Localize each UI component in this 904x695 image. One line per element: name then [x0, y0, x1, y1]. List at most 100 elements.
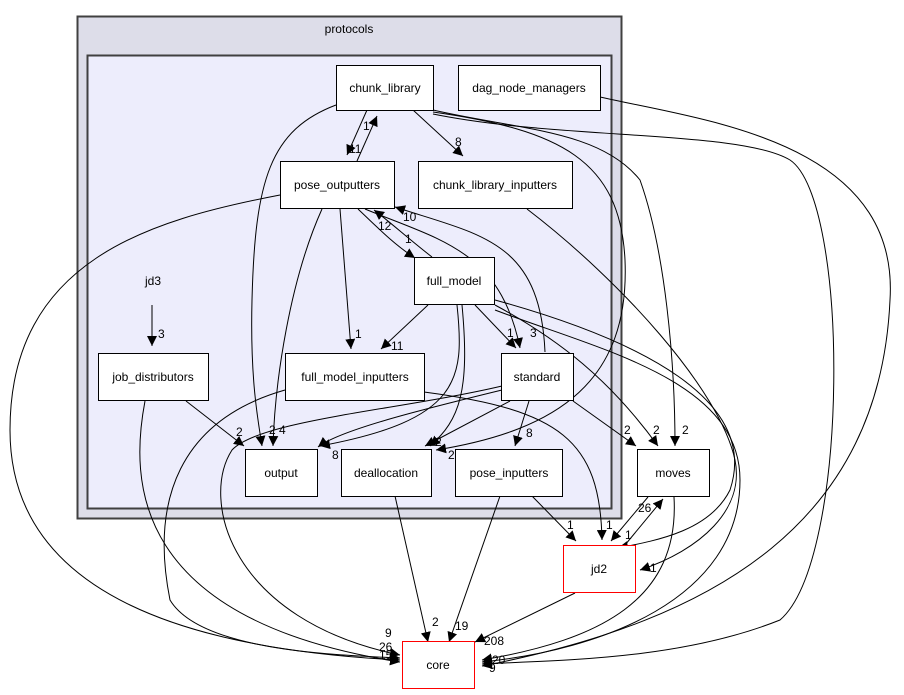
edge-pose_outputters-output [268, 208, 323, 447]
edge-label: 1 [355, 327, 362, 341]
node-label: chunk_library [349, 81, 420, 95]
edge-standard-output [317, 389, 503, 448]
node-label: deallocation [354, 466, 418, 480]
edge-job_distributors-core [139, 400, 401, 666]
edge-label: 1 [567, 518, 574, 532]
edge-label: 2 [653, 423, 660, 437]
edge-chunk_library_inputters-jd2 [526, 208, 737, 572]
cluster-inner [86, 54, 613, 510]
edge-full_model_inputters-core [163, 389, 401, 663]
edge-label: 2 [432, 615, 439, 629]
edge-label: 2 [624, 423, 631, 437]
edge-label: 9 [385, 626, 392, 640]
edge-label: 11 [391, 339, 404, 353]
edge-standard-moves [572, 400, 637, 447]
edge-chunk_library-output [251, 104, 337, 447]
node-full_model_inputters[interactable]: full_model_inputters [285, 353, 425, 401]
node-label: jd3 [144, 274, 161, 288]
node-label: full_model_inputters [301, 370, 408, 384]
edge-standard-pose_inputters [513, 400, 530, 447]
edge-label: 1 [650, 561, 657, 575]
edge-moves-jd2 [610, 496, 649, 542]
node-job_distributors[interactable]: job_distributors [98, 353, 209, 401]
edge-label: 1 [507, 326, 514, 340]
edge-chunk_library-core [432, 113, 835, 669]
node-chunk_library[interactable]: chunk_library [336, 65, 434, 111]
edge-label: 1 [625, 528, 632, 542]
node-standard[interactable]: standard [501, 353, 574, 401]
edge-jd2-moves [624, 498, 664, 546]
edge-label: 4 [279, 423, 286, 437]
edge-pose_inputters-core [447, 495, 501, 643]
node-pose_inputters[interactable]: pose_inputters [455, 449, 563, 497]
edge-label: 8 [526, 426, 533, 440]
node-label: dag_node_managers [472, 81, 585, 95]
edge-label: 3 [158, 327, 165, 341]
node-label: jd2 [590, 562, 607, 576]
edge-pose_outputters-full_model_inputters [339, 208, 356, 350]
node-full_model[interactable]: full_model [414, 257, 495, 305]
node-label: pose_inputters [470, 466, 549, 480]
edge-pose_inputters-jd2 [531, 495, 577, 542]
node-pose_outputters[interactable]: pose_outputters [280, 161, 395, 209]
edge-full_model-pose_outputters [373, 209, 433, 258]
edge-label: 1 [363, 119, 370, 133]
edge-label: 19 [455, 619, 469, 633]
edge-full_model-core [481, 309, 741, 666]
edge-label: 8 [332, 448, 339, 462]
edge-label: 12 [378, 219, 392, 233]
node-label: chunk_library_inputters [433, 178, 557, 192]
edge-full_model-full_model_inputters [380, 304, 429, 350]
node-jd2[interactable]: jd2 [563, 545, 636, 593]
edge-label: 2 [236, 425, 243, 439]
edge-pose_outputters-chunk_library [356, 115, 378, 162]
edge-standard-pose_outputters [394, 205, 546, 353]
edges [9, 96, 891, 670]
edge-label: 2 [435, 435, 442, 449]
node-moves[interactable]: moves [637, 449, 710, 497]
edge-label: 3 [530, 326, 537, 340]
edge-labels: 11 1 8 12 10 1 3 1 11 1 3 2 2 4 8 2 2 8 … [158, 119, 689, 675]
node-core[interactable]: core [402, 641, 475, 689]
edge-label: 8 [455, 135, 462, 149]
node-label: pose_outputters [294, 178, 380, 192]
edge-label: 1 [405, 232, 412, 246]
edge-label: 1 [606, 518, 613, 532]
edge-full_model_inputters-jd2 [423, 391, 607, 541]
node-label: standard [514, 370, 561, 384]
edge-label: 2 [269, 423, 276, 437]
node-output[interactable]: output [245, 449, 318, 497]
edge-pose_outputters-standard [364, 208, 523, 349]
node-dag_node_managers[interactable]: dag_node_managers [458, 65, 601, 111]
edge-chunk_library-pose_outputters [346, 109, 368, 156]
edge-label: 9 [489, 661, 496, 675]
edge-job_distributors-output [185, 400, 245, 447]
edge-label: 10 [403, 210, 417, 224]
node-chunk_library_inputters[interactable]: chunk_library_inputters [418, 161, 573, 209]
edge-pose_outputters-core [9, 194, 401, 665]
edge-label: 208 [484, 634, 504, 648]
node-label: job_distributors [111, 370, 193, 384]
cluster-protocols-label: protocols [325, 22, 374, 36]
edge-label: 2 [448, 448, 455, 462]
node-deallocation[interactable]: deallocation [341, 449, 432, 497]
edge-moves-core [481, 496, 675, 664]
edge-label: 2 [682, 423, 689, 437]
edge-standard-core [220, 385, 503, 658]
node-label: core [426, 658, 450, 672]
edge-full_model-output [319, 304, 460, 450]
node-jd3[interactable]: jd3 [144, 274, 161, 288]
node-label: full_model [427, 274, 482, 288]
edge-pose_outputters-full_model [357, 208, 416, 259]
edge-label: 26 [379, 640, 393, 654]
edge-chunk_library-chunk_library_inputters [412, 109, 464, 157]
node-label: moves [655, 466, 690, 480]
edge-label: 11 [349, 142, 362, 156]
edge-label: 20 [492, 653, 506, 667]
edge-full_model-standard [474, 304, 517, 349]
edge-standard-deallocation [424, 400, 511, 447]
edge-dag_node_managers-core [481, 96, 891, 670]
edge-deallocation-core [394, 495, 431, 643]
edge-jd2-core [474, 592, 576, 643]
